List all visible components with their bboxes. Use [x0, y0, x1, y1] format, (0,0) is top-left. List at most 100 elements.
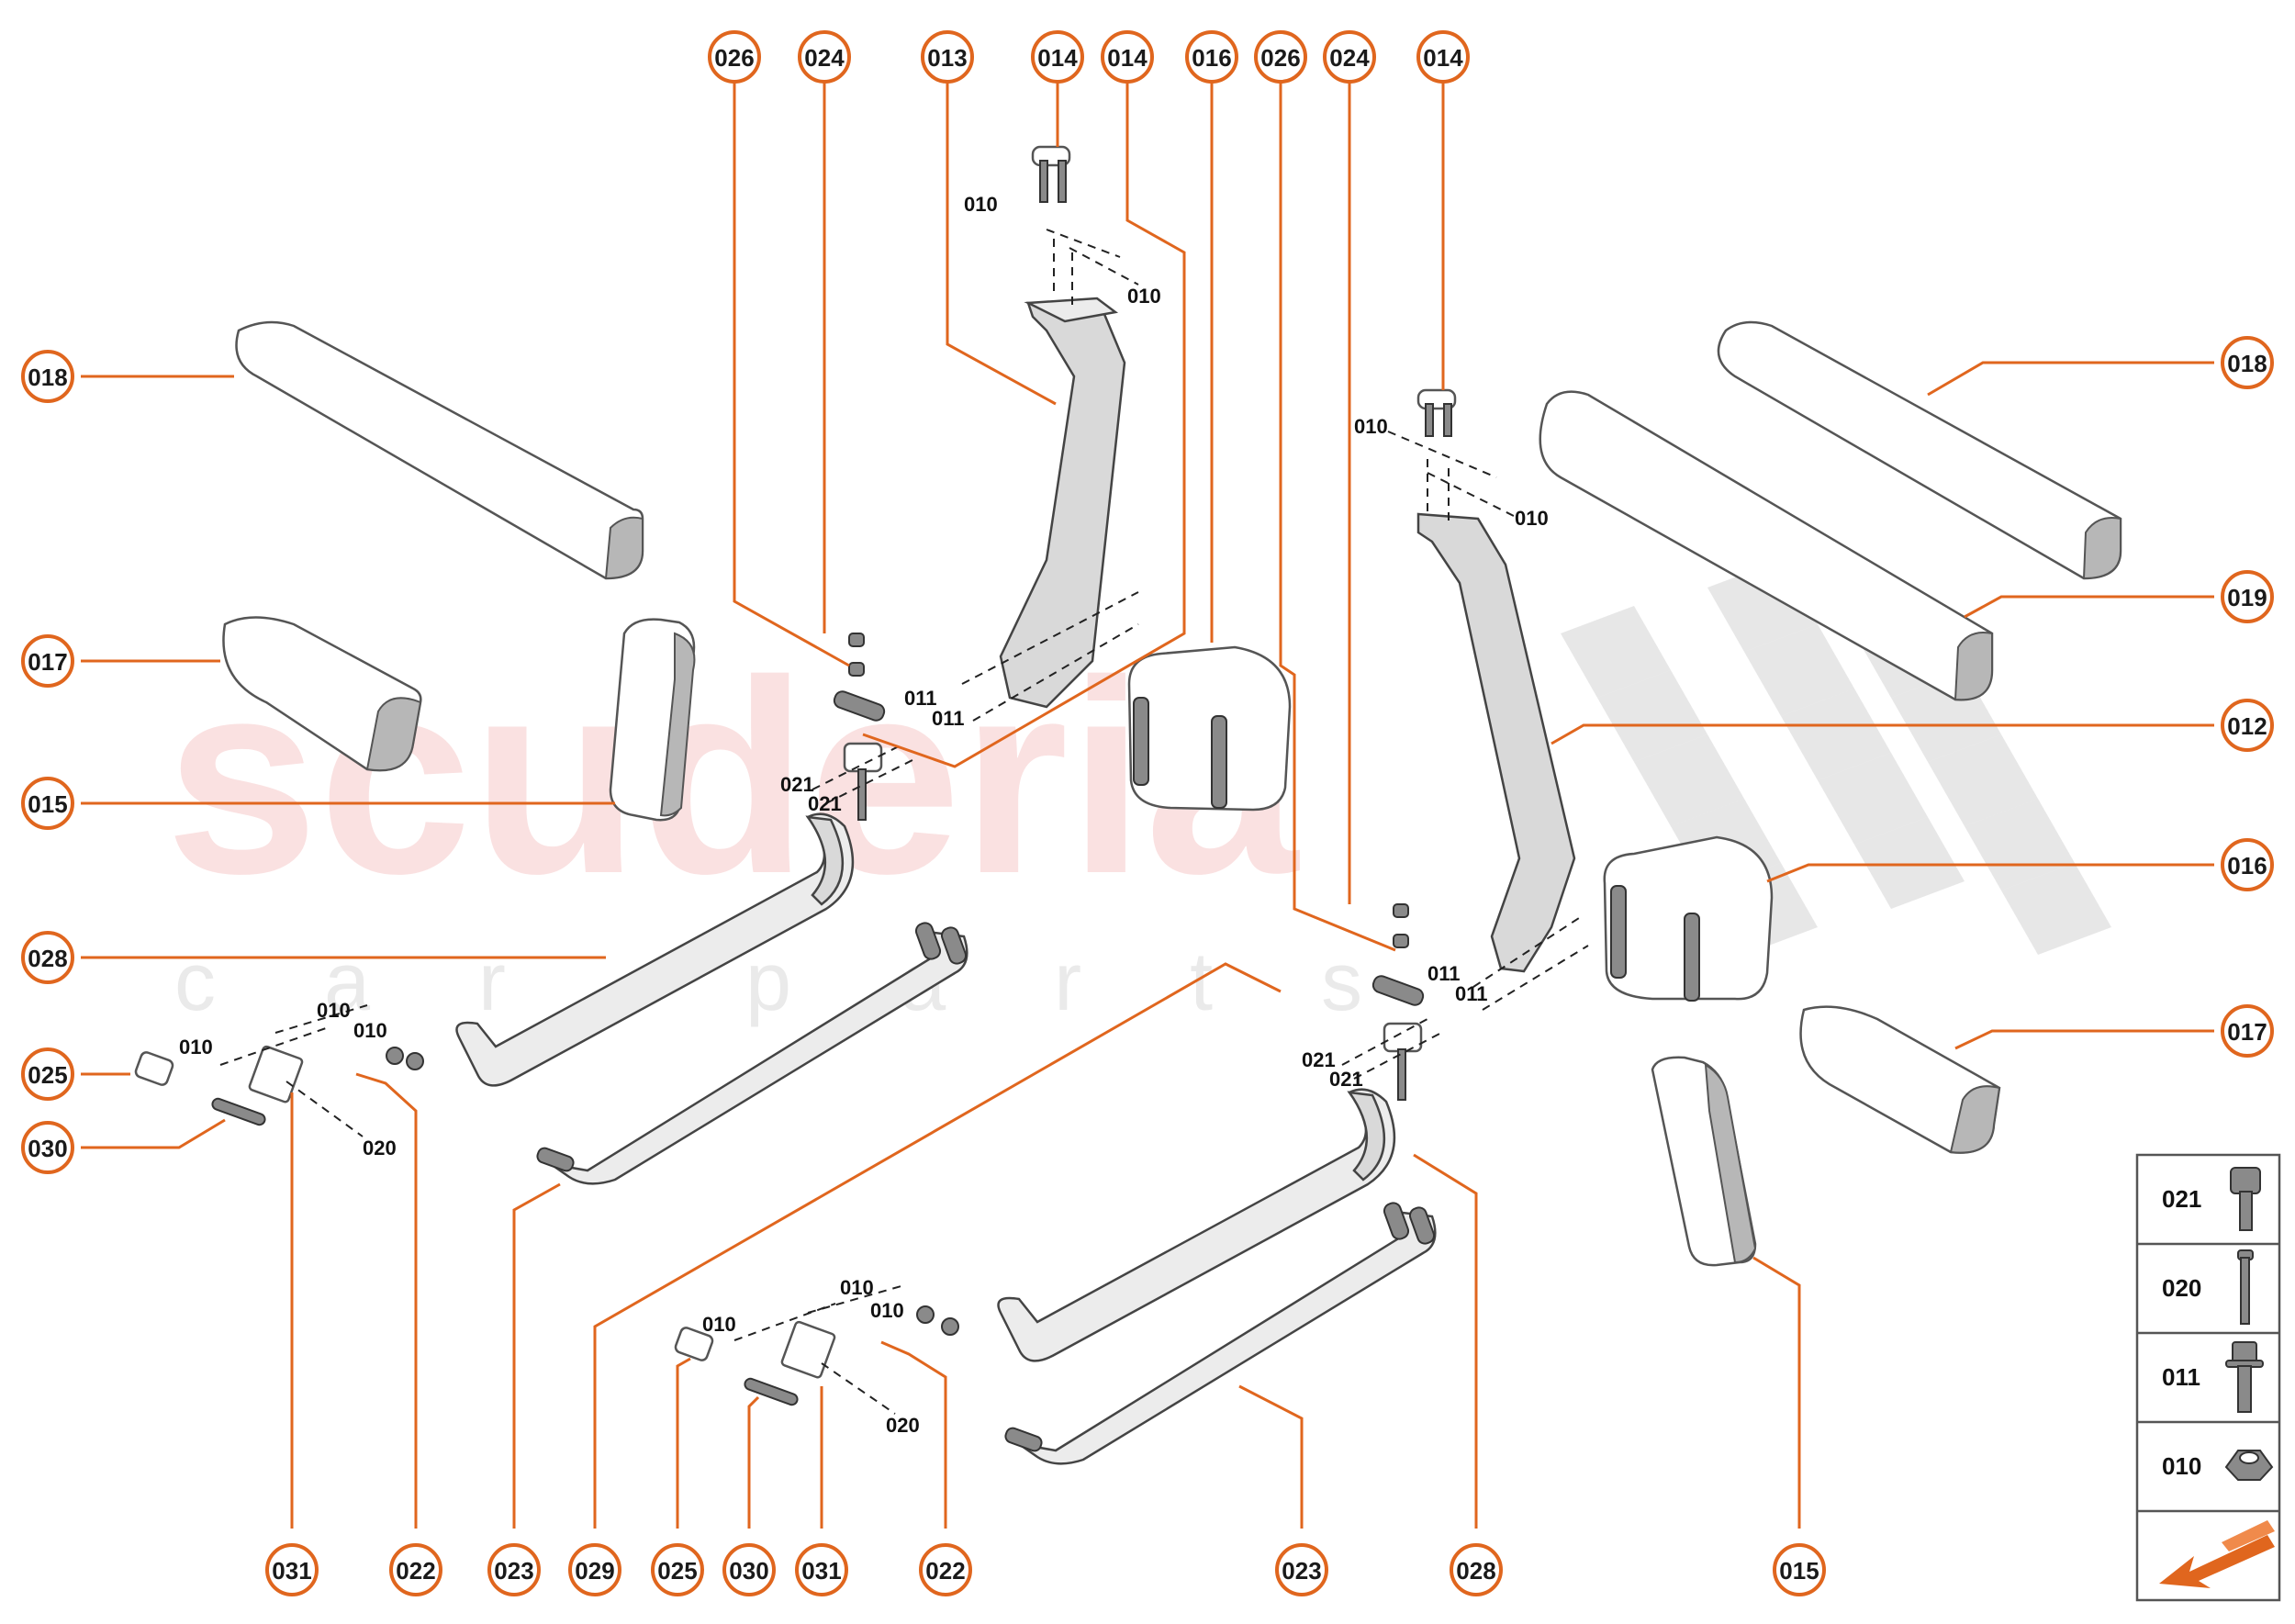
watermark: scuderia car parts: [165, 560, 2111, 1028]
svg-text:019: 019: [2227, 584, 2267, 611]
pad-018-right: [1717, 320, 2122, 580]
svg-text:028: 028: [28, 945, 67, 972]
callout[interactable]: 024: [1323, 30, 1376, 84]
callout[interactable]: 014: [1031, 30, 1084, 84]
svg-text:014: 014: [1037, 44, 1078, 72]
svg-text:022: 022: [396, 1557, 435, 1585]
svg-text:025: 025: [28, 1061, 67, 1089]
svg-text:018: 018: [28, 364, 67, 391]
callout[interactable]: 012: [2221, 699, 2274, 752]
legend-code: 020: [2162, 1274, 2201, 1302]
pad-016-right: [1603, 835, 1774, 1002]
svg-text:023: 023: [1282, 1557, 1321, 1585]
callout[interactable]: 023: [1275, 1543, 1328, 1596]
bracket-013: [999, 297, 1126, 709]
callout[interactable]: 031: [265, 1543, 319, 1596]
svg-text:024: 024: [1329, 44, 1370, 72]
svg-text:022: 022: [925, 1557, 965, 1585]
watermark-tagline: car parts: [174, 936, 1471, 1028]
pad-017-right: [1799, 1005, 2001, 1154]
label-010: 010: [702, 1313, 736, 1336]
callout[interactable]: 015: [1773, 1543, 1826, 1596]
callout[interactable]: 013: [921, 30, 974, 84]
pad-015-left: [609, 618, 696, 822]
svg-text:029: 029: [575, 1557, 614, 1585]
label-010: 010: [1127, 285, 1161, 308]
svg-text:016: 016: [1192, 44, 1231, 72]
svg-text:014: 014: [1423, 44, 1463, 72]
hardware: [134, 145, 1457, 1406]
svg-text:030: 030: [28, 1135, 67, 1162]
callout[interactable]: 025: [21, 1047, 74, 1101]
label-010: 010: [964, 193, 998, 216]
callout[interactable]: 018: [2221, 336, 2274, 389]
callout[interactable]: 017: [21, 634, 74, 688]
label-011: 011: [1427, 962, 1461, 985]
svg-text:024: 024: [804, 44, 845, 72]
legend-code: 010: [2162, 1452, 2201, 1480]
callout[interactable]: 028: [1450, 1543, 1503, 1596]
legend-code: 021: [2162, 1185, 2201, 1213]
callout[interactable]: 016: [2221, 838, 2274, 891]
pad-016-left: [1127, 645, 1292, 812]
checkered-flag-watermark: [1561, 560, 2111, 955]
callout[interactable]: 016: [1185, 30, 1238, 84]
svg-text:016: 016: [2227, 852, 2267, 879]
fastener-labels: 010 010 011 011 021 021 010 010 011 011 …: [179, 193, 1549, 1437]
label-011: 011: [932, 707, 965, 730]
label-010: 010: [317, 999, 351, 1022]
callout[interactable]: 024: [798, 30, 851, 84]
callout[interactable]: 014: [1416, 30, 1470, 84]
assembly-lines: [219, 229, 1589, 1415]
label-011: 011: [904, 687, 937, 710]
svg-text:012: 012: [2227, 712, 2267, 740]
strap-023-left: [536, 922, 968, 1185]
svg-text:031: 031: [801, 1557, 841, 1585]
callout[interactable]: 015: [21, 777, 74, 830]
svg-text:013: 013: [927, 44, 967, 72]
svg-text:018: 018: [2227, 350, 2267, 377]
long-pin-icon: [2237, 1249, 2254, 1325]
label-021: 021: [808, 792, 842, 815]
flange-nut-icon: [2224, 1450, 2274, 1481]
flange-bolt-icon: [2225, 1341, 2264, 1413]
socket-head-bolt-icon: [2230, 1167, 2261, 1231]
callout[interactable]: 019: [2221, 570, 2274, 623]
label-010: 010: [1515, 507, 1549, 530]
callouts: 026 024 013 014 014 016 026 024 014 018 …: [21, 30, 2274, 1596]
callout[interactable]: 018: [21, 350, 74, 403]
svg-text:028: 028: [1456, 1557, 1495, 1585]
callout[interactable]: 029: [568, 1543, 621, 1596]
label-010: 010: [840, 1276, 874, 1299]
callout[interactable]: 031: [795, 1543, 848, 1596]
label-020: 020: [363, 1137, 397, 1159]
callout[interactable]: 022: [919, 1543, 972, 1596]
callout[interactable]: 026: [1254, 30, 1307, 84]
label-021: 021: [780, 773, 814, 796]
callout[interactable]: 028: [21, 931, 74, 984]
pad-019-right: [1539, 390, 1994, 701]
callout[interactable]: 030: [21, 1121, 74, 1174]
callout[interactable]: 025: [651, 1543, 704, 1596]
callout[interactable]: 030: [722, 1543, 776, 1596]
svg-text:017: 017: [2227, 1018, 2267, 1046]
svg-text:031: 031: [272, 1557, 311, 1585]
label-021: 021: [1302, 1048, 1336, 1071]
callout[interactable]: 014: [1101, 30, 1154, 84]
legend-code: 011: [2162, 1363, 2200, 1391]
label-010: 010: [870, 1299, 904, 1322]
svg-text:025: 025: [657, 1557, 697, 1585]
svg-text:026: 026: [1260, 44, 1300, 72]
callout[interactable]: 017: [2221, 1004, 2274, 1058]
callout[interactable]: 023: [487, 1543, 541, 1596]
callout[interactable]: 022: [389, 1543, 442, 1596]
strap-028-right: [997, 1088, 1396, 1362]
label-021: 021: [1329, 1068, 1363, 1091]
fastener-legend: 021 020 011 010: [2135, 1153, 2281, 1602]
parts: [134, 145, 2122, 1465]
callout[interactable]: 026: [708, 30, 761, 84]
svg-text:026: 026: [714, 44, 754, 72]
pad-018-left: [235, 320, 644, 580]
pad-017-left: [222, 616, 422, 772]
